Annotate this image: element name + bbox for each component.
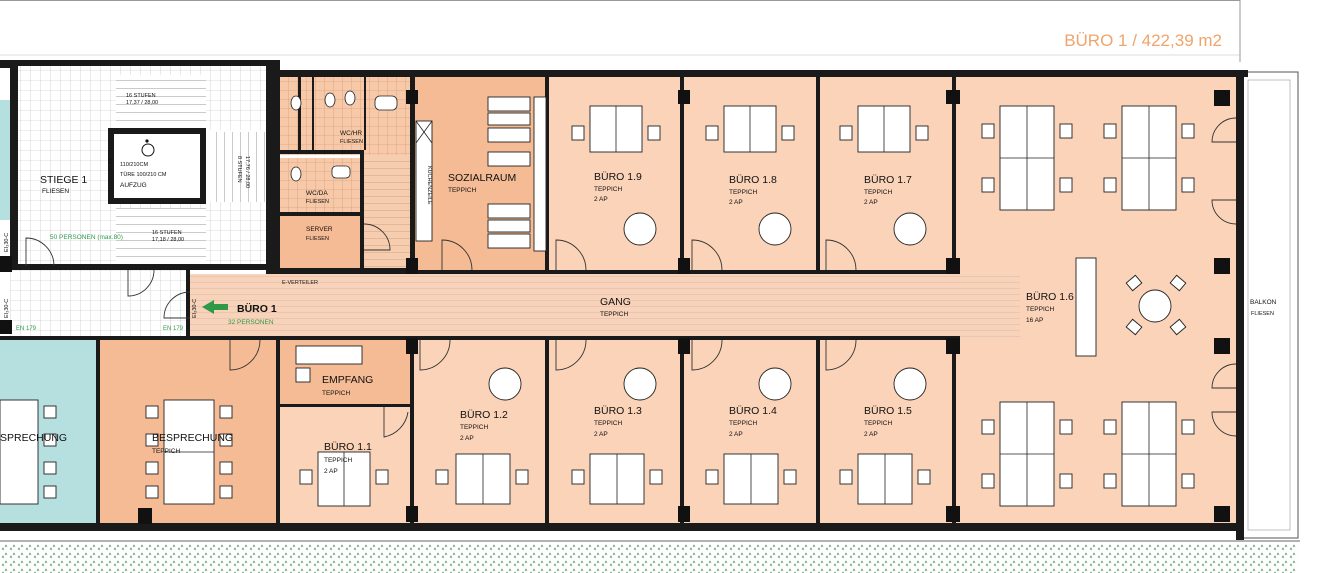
e30-label: E 30 bbox=[108, 159, 114, 170]
persons-stiege: 50 PERSONEN (max.80) bbox=[50, 234, 123, 241]
buero19-ap: 2 AP bbox=[594, 196, 608, 203]
plan-title: BÜRO 1 / 422,39 m2 bbox=[1064, 31, 1222, 50]
aufzug-label: AUFZUG bbox=[120, 182, 147, 189]
wc-da-name: WC/DA bbox=[306, 190, 328, 197]
besprechung-floor: TEPPICH bbox=[152, 448, 180, 455]
buero16-name: BÜRO 1.6 bbox=[1026, 291, 1074, 303]
gang-name: GANG bbox=[600, 296, 631, 308]
empfang-name: EMPFANG bbox=[322, 374, 373, 386]
balkon-name: BALKON bbox=[1250, 299, 1277, 306]
buero12-name: BÜRO 1.2 bbox=[460, 409, 508, 421]
stairs-side-dims: 17,76 / 28,00 bbox=[244, 156, 250, 188]
balkon-floor: FLIESEN bbox=[1251, 311, 1274, 317]
buero19-name: BÜRO 1.9 bbox=[594, 171, 642, 183]
en-right: EN 179 bbox=[163, 326, 184, 332]
besprechung-left-name: SPRECHUNG bbox=[0, 432, 67, 444]
buero13-ap: 2 AP bbox=[594, 431, 608, 438]
buero13-floor: TEPPICH bbox=[594, 420, 622, 427]
toilet-icon bbox=[290, 90, 356, 182]
wc-hr-floor: FLIESEN bbox=[340, 139, 363, 145]
stairs-top-count: 16 STUFEN bbox=[126, 93, 156, 99]
kuechenzeile: KÜCHENZEILE bbox=[426, 166, 433, 205]
e-verteiler: E-VERTEILER bbox=[282, 280, 318, 286]
buero16-ap: 16 AP bbox=[1026, 317, 1043, 324]
desks-bottom bbox=[295, 345, 931, 507]
room-labels: STIEGE 1 FLIESEN 110/210CM TÜRE 100/210 … bbox=[0, 93, 1277, 475]
columns bbox=[0, 90, 1230, 524]
ei30-3: EI₂30-C bbox=[192, 299, 198, 318]
buero17-floor: TEPPICH bbox=[864, 189, 892, 196]
aufzug-door: TÜRE 100/210 CM bbox=[120, 171, 167, 178]
buero11-floor: TEPPICH bbox=[324, 457, 352, 464]
stairs-bot-count: 16 STUFEN bbox=[152, 230, 182, 236]
buero14-floor: TEPPICH bbox=[729, 420, 757, 427]
desks-top bbox=[571, 105, 929, 246]
buero18-floor: TEPPICH bbox=[729, 189, 757, 196]
buero13-name: BÜRO 1.3 bbox=[594, 405, 642, 417]
stairs-bot-dims: 17,18 / 28,00 bbox=[152, 237, 184, 243]
meeting-furniture bbox=[0, 399, 233, 505]
sozialraum-name: SOZIALRAUM bbox=[448, 172, 516, 184]
wc-da-floor: FLIESEN bbox=[306, 199, 329, 205]
wc-hr-name: WC/HR bbox=[340, 130, 362, 137]
stiege-name: STIEGE 1 bbox=[40, 174, 87, 186]
ei30-2: EI₂30-C bbox=[4, 299, 10, 318]
besprechung-name: BESPRECHUNG bbox=[152, 432, 233, 444]
stairs-side-count: 8 STUFEN bbox=[236, 156, 242, 183]
en-left: EN 179 bbox=[16, 326, 37, 332]
buero12-ap: 2 AP bbox=[460, 435, 474, 442]
ei30-1: EI₂30-C bbox=[4, 233, 10, 252]
server-floor: FLIESEN bbox=[306, 236, 329, 242]
buero11-name: BÜRO 1.1 bbox=[324, 441, 372, 453]
door-swing-icon bbox=[25, 117, 1237, 438]
buero16-floor: TEPPICH bbox=[1026, 306, 1054, 313]
wheelchair-icon bbox=[141, 139, 155, 157]
sink-icon bbox=[331, 95, 398, 179]
stairs-top-dims: 17,37 / 28,00 bbox=[126, 100, 158, 106]
gang-floor: TEPPICH bbox=[600, 311, 628, 318]
buero17-ap: 2 AP bbox=[864, 199, 878, 206]
buero18-ap: 2 AP bbox=[729, 199, 743, 206]
open-office-furniture bbox=[981, 105, 1195, 507]
entry-persons: 32 PERSONEN bbox=[228, 319, 274, 326]
arrow-left-icon bbox=[202, 300, 228, 314]
buero11-ap: 2 AP bbox=[324, 468, 338, 475]
buero12-floor: TEPPICH bbox=[460, 424, 488, 431]
buero17-name: BÜRO 1.7 bbox=[864, 174, 912, 186]
buero14-name: BÜRO 1.4 bbox=[729, 405, 777, 417]
buero15-ap: 2 AP bbox=[864, 431, 878, 438]
aufzug-size: 110/210CM bbox=[120, 162, 148, 168]
buero15-name: BÜRO 1.5 bbox=[864, 405, 912, 417]
empfang-floor: TEPPICH bbox=[322, 390, 350, 397]
buero19-floor: TEPPICH bbox=[594, 186, 622, 193]
entry-name: BÜRO 1 bbox=[237, 302, 277, 315]
buero18-name: BÜRO 1.8 bbox=[729, 174, 777, 186]
sozialraum-floor: TEPPICH bbox=[448, 187, 476, 194]
buero14-ap: 2 AP bbox=[729, 431, 743, 438]
stiege-floor: FLIESEN bbox=[42, 188, 69, 195]
server-name: SERVER bbox=[306, 226, 333, 233]
buero15-floor: TEPPICH bbox=[864, 420, 892, 427]
sozialraum-furniture bbox=[415, 96, 547, 252]
